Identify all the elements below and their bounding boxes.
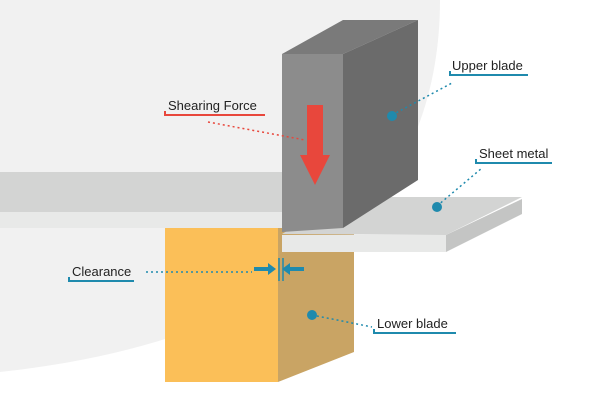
sheet-right-side [446,199,522,252]
lower-blade [165,228,354,382]
svg-text:Lower blade: Lower blade [377,316,448,331]
sheet-left-top [0,172,282,212]
clearance-arrows-icon [254,258,304,281]
label-upper-blade: Upper blade [449,58,528,76]
label-lower-blade: Lower blade [373,316,456,334]
svg-text:Upper blade: Upper blade [452,58,523,73]
label-sheet-metal: Sheet metal [475,146,552,164]
sheet-right-front [282,235,446,252]
sheet-metal-dot [432,202,442,212]
svg-text:Shearing Force: Shearing Force [168,98,257,113]
force-arrow-icon [300,105,330,185]
leader-lines [146,82,483,328]
upper-blade-top [282,20,418,54]
sheet-left-front [0,212,282,228]
lower-blade-front [165,228,278,382]
svg-text:Sheet metal: Sheet metal [479,146,548,161]
lower-blade-side [278,228,354,382]
lower-blade-dot [307,310,317,320]
label-clearance: Clearance [68,264,134,282]
svg-text:Clearance: Clearance [72,264,131,279]
upper-blade-side [343,20,418,228]
label-shearing-force: Shearing Force [164,98,265,116]
leader-lower-blade [311,314,373,328]
upper-blade-dot [387,111,397,121]
leader-shearing-force [207,121,306,141]
leader-upper-blade [391,82,453,116]
